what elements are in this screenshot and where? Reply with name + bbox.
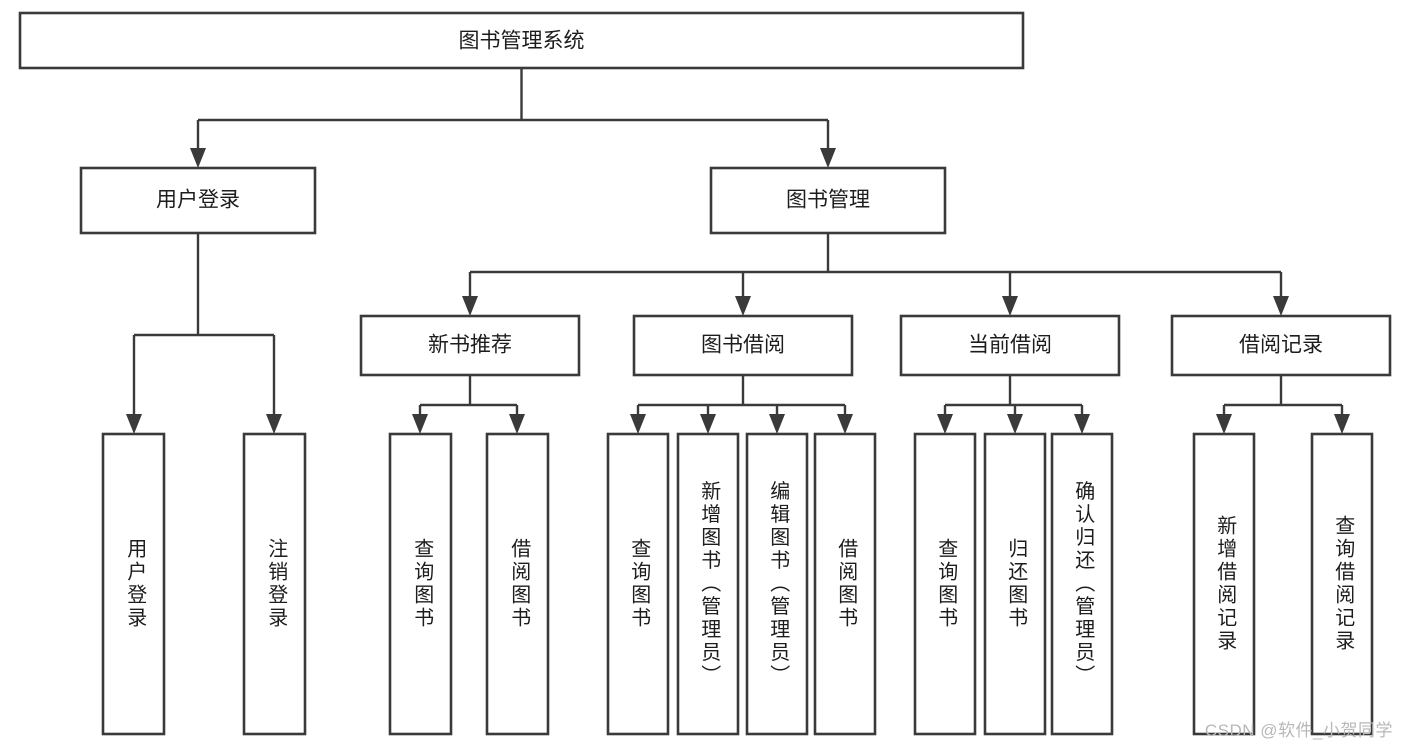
node-leaf-query-book-borrow[interactable]: 查询图书 [606, 432, 670, 736]
node-leaf-add-book-label: 新增图书（管理员） [698, 480, 721, 687]
node-borrow-record-box[interactable] [1170, 314, 1392, 377]
node-leaf-query-book-cur-box[interactable] [913, 432, 977, 736]
node-leaf-add-record[interactable]: 新增借阅记录 [1192, 432, 1256, 736]
node-leaf-logout-label: 注销登录 [265, 538, 288, 630]
node-root[interactable]: 图书管理系统 [18, 11, 1025, 70]
node-leaf-logout-box[interactable] [242, 432, 307, 736]
node-leaf-confirm-return-box[interactable] [1050, 432, 1114, 736]
node-leaf-add-book[interactable]: 新增图书（管理员） [676, 432, 740, 736]
node-current-borrow-box[interactable] [899, 314, 1121, 377]
node-new-book-rec-box[interactable] [359, 314, 581, 377]
node-leaf-borrow-book-rec[interactable]: 借阅图书 [485, 432, 550, 736]
node-book-manage[interactable]: 图书管理 [709, 166, 947, 235]
node-book-manage-label: 图书管理 [786, 189, 870, 212]
arrowhead-icon [462, 296, 478, 316]
arrowhead-icon [1074, 414, 1090, 434]
node-new-book-rec[interactable]: 新书推荐 [359, 314, 581, 377]
node-leaf-borrow-book-rec-box[interactable] [485, 432, 550, 736]
node-leaf-return-book-box[interactable] [983, 432, 1047, 736]
arrowhead-icon [735, 296, 751, 316]
node-leaf-add-book-box[interactable] [676, 432, 740, 736]
node-leaf-add-record-box[interactable] [1192, 432, 1256, 736]
node-current-borrow[interactable]: 当前借阅 [899, 314, 1121, 377]
node-book-borrow-box[interactable] [632, 314, 854, 377]
node-user-login[interactable]: 用户登录 [79, 166, 317, 235]
arrowhead-icon [769, 414, 785, 434]
node-leaf-query-book-rec[interactable]: 查询图书 [388, 432, 453, 736]
node-leaf-edit-book[interactable]: 编辑图书（管理员） [745, 432, 809, 736]
node-book-manage-box[interactable] [709, 166, 947, 235]
arrowhead-icon [1334, 414, 1350, 434]
node-leaf-edit-book-box[interactable] [745, 432, 809, 736]
node-borrow-record[interactable]: 借阅记录 [1170, 314, 1392, 377]
arrowhead-icon [1216, 414, 1232, 434]
node-leaf-query-book-rec-label: 查询图书 [411, 538, 434, 630]
node-leaf-borrow-book[interactable]: 借阅图书 [813, 432, 877, 736]
arrowhead-icon [1273, 296, 1289, 316]
node-leaf-query-book-borrow-box[interactable] [606, 432, 670, 736]
node-leaf-logout[interactable]: 注销登录 [242, 432, 307, 736]
node-leaf-query-book-cur-label: 查询图书 [935, 538, 958, 630]
node-borrow-record-label: 借阅记录 [1239, 334, 1323, 357]
node-leaf-borrow-book-label: 借阅图书 [835, 538, 858, 630]
arrow-heads [126, 148, 1350, 434]
arrowhead-icon [700, 414, 716, 434]
node-leaf-query-book-rec-box[interactable] [388, 432, 453, 736]
node-current-borrow-label: 当前借阅 [968, 334, 1052, 357]
node-leaf-query-book-borrow-label: 查询图书 [628, 538, 651, 630]
node-book-borrow[interactable]: 图书借阅 [632, 314, 854, 377]
node-leaf-edit-book-label: 编辑图书（管理员） [767, 480, 790, 687]
arrowhead-icon [126, 414, 142, 434]
node-leaf-query-book-cur[interactable]: 查询图书 [913, 432, 977, 736]
node-leaf-return-book[interactable]: 归还图书 [983, 432, 1047, 736]
node-user-login-box[interactable] [79, 166, 317, 235]
node-leaf-borrow-book-box[interactable] [813, 432, 877, 736]
node-book-borrow-label: 图书借阅 [701, 334, 785, 357]
node-root-box[interactable] [18, 11, 1025, 70]
node-leaf-return-book-label: 归还图书 [1005, 538, 1028, 630]
arrowhead-icon [630, 414, 646, 434]
node-leaf-add-record-label: 新增借阅记录 [1214, 515, 1237, 653]
arrowhead-icon [937, 414, 953, 434]
node-leaf-query-record[interactable]: 查询借阅记录 [1310, 432, 1374, 736]
node-leaf-borrow-book-rec-label: 借阅图书 [508, 538, 531, 630]
node-leaf-confirm-return-label: 确认归还（管理员） [1072, 480, 1095, 687]
node-leaf-user-login-box[interactable] [101, 432, 166, 736]
node-leaf-confirm-return[interactable]: 确认归还（管理员） [1050, 432, 1114, 736]
node-root-label: 图书管理系统 [459, 30, 585, 53]
node-leaf-query-record-box[interactable] [1310, 432, 1374, 736]
arrowhead-icon [1002, 296, 1018, 316]
node-leaf-user-login-label: 用户登录 [124, 538, 147, 630]
arrowhead-icon [266, 414, 282, 434]
node-leaf-query-record-label: 查询借阅记录 [1332, 515, 1355, 653]
csdn-watermark: CSDN @软件_小贺同学 [1204, 721, 1393, 740]
node-new-book-rec-label: 新书推荐 [428, 334, 512, 357]
node-user-login-label: 用户登录 [156, 189, 240, 212]
arrowhead-icon [412, 414, 428, 434]
arrowhead-icon [837, 414, 853, 434]
arrowhead-icon [509, 414, 525, 434]
arrowhead-icon [820, 148, 836, 168]
arrowhead-icon [190, 148, 206, 168]
node-leaf-user-login[interactable]: 用户登录 [101, 432, 166, 736]
arrowhead-icon [1007, 414, 1023, 434]
